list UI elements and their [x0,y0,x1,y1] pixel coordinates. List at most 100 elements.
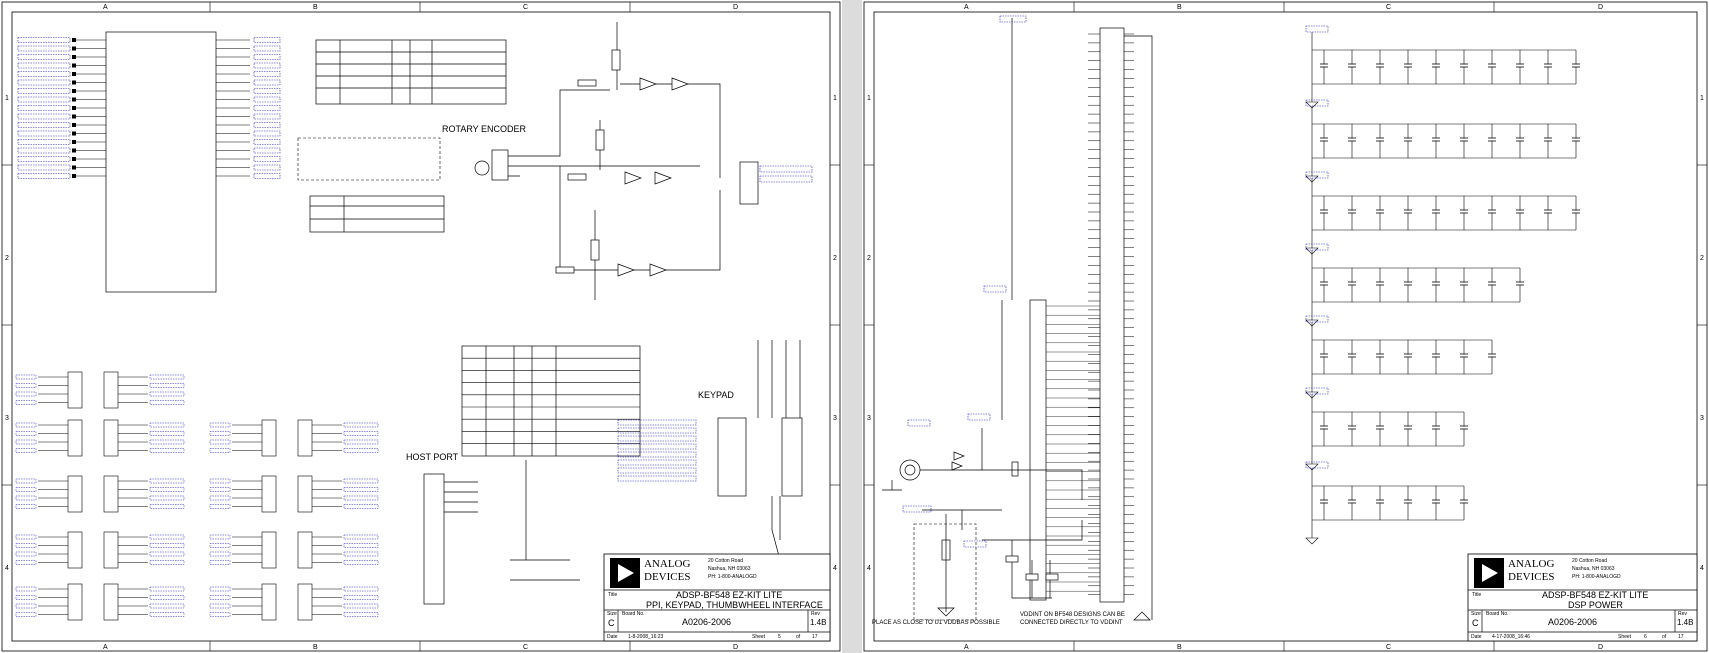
schematic-drawing-left: A B C D A B C D 1 2 3 4 1 2 3 4 [1,1,841,652]
net-label [17,71,71,77]
net-label [253,79,281,86]
net-label [17,62,71,69]
net-label [15,612,37,617]
net-label [149,383,185,388]
net-label [149,504,185,509]
place-close-note: PLACE AS CLOSE TO U1 VDDBAS POSSIBLE [872,620,1000,626]
zone-row-1-right-r: 1 [1700,95,1704,102]
net-label [343,560,379,565]
net-label [17,130,71,137]
pin-marker [72,38,76,42]
net-label [209,551,231,557]
net-label [343,487,379,492]
resistor-network [261,531,277,569]
resistor-network [67,583,83,621]
net-label [343,595,379,600]
keypad-netlabels [617,419,697,482]
vddint-note-line1: VDDINT ON BF548 DESIGNS CAN BE [1020,612,1125,618]
net-label [343,448,379,453]
net-label [15,431,37,436]
zone-col-b-bottom: B [313,644,318,651]
net-label [149,560,185,565]
board-label-r: Board No. [1486,611,1509,617]
zone-row-3-right-r: 3 [1700,415,1704,422]
net-label [17,122,71,128]
pin-marker [72,114,76,119]
rotary-switch-table [315,39,507,105]
resistor-network [67,475,83,513]
title-line2-r: DSP POWER [1568,600,1623,610]
net-label [209,543,231,548]
net-label [15,495,37,501]
board-number: A0206-2006 [682,617,732,627]
zone-row-2-right: 2 [833,255,837,262]
date-label-r: Date [1471,634,1482,640]
sheet-label: Sheet [752,634,766,640]
net-label [15,560,37,565]
notes-box [297,137,441,181]
sheet-number: 5 [778,634,781,640]
net-label [15,439,37,445]
resistor-networks [15,371,379,621]
zone-col-a-bottom: A [103,644,108,651]
net-label [209,595,231,600]
resistor-network [67,419,83,457]
net-label [253,105,281,111]
zone-col-c-bottom: C [523,644,528,651]
net-label [17,79,71,86]
sheet-total: 17 [812,634,818,640]
net-label [149,431,185,436]
net-label [209,495,231,501]
net-label [343,586,379,592]
net-label [17,139,71,145]
rotary-encoder-circuit [474,22,759,300]
resistor-network [261,419,277,457]
resistor-network [103,531,119,569]
resistor-network [103,371,119,409]
net-label [15,543,37,548]
pin-marker [72,80,76,85]
zone-row-4-left: 4 [5,565,9,572]
dsp-power-pins-block [1001,18,1153,621]
rev-label: Rev [811,611,820,617]
net-label [343,495,379,501]
board-number-r: A0206-2006 [1548,617,1598,627]
net-label [253,130,281,137]
net-label [1305,171,1329,179]
resistor-network [261,475,277,513]
zone-col-b-top-r: B [1177,4,1182,11]
title-line1: ADSP-BF548 EZ-KIT LITE [676,590,783,600]
company-name-line2-r: DEVICES [1508,571,1555,583]
net-label [343,422,379,428]
zone-col-d-bottom: D [733,644,738,651]
size-label-r: Size [1471,611,1481,617]
net-label [209,487,231,492]
net-label [15,551,37,557]
rotary-encoder-label: ROTARY ENCODER [442,124,527,134]
sheet-label-r: Sheet [1618,634,1632,640]
net-label [343,543,379,548]
net-label [17,54,71,60]
address-line2: Nashua, NH 03063 [708,566,751,572]
net-label [15,487,37,492]
net-label [343,431,379,436]
board-label: Board No. [622,611,645,617]
net-label [343,534,379,540]
size-value-r: C [1472,618,1479,628]
size-label: Size [607,611,617,617]
zone-row-1-left: 1 [5,95,9,102]
phone-r: PH: 1-800-ANALOGD [1572,574,1621,580]
pin-marker [72,157,76,161]
net-label [253,45,281,52]
net-label [17,173,71,179]
net-label [149,586,185,592]
schematic-drawing-right: A B C D A B C D 1 2 3 4 1 2 3 4 [863,1,1708,652]
net-label [15,478,37,484]
resistor-network [261,583,277,621]
net-label [253,113,281,120]
zone-row-1-left-r: 1 [867,95,871,102]
size-value: C [608,618,615,628]
date-value: 1-8-2008_16:23 [628,634,664,640]
net-label [1305,243,1329,251]
resistor-network [297,475,313,513]
